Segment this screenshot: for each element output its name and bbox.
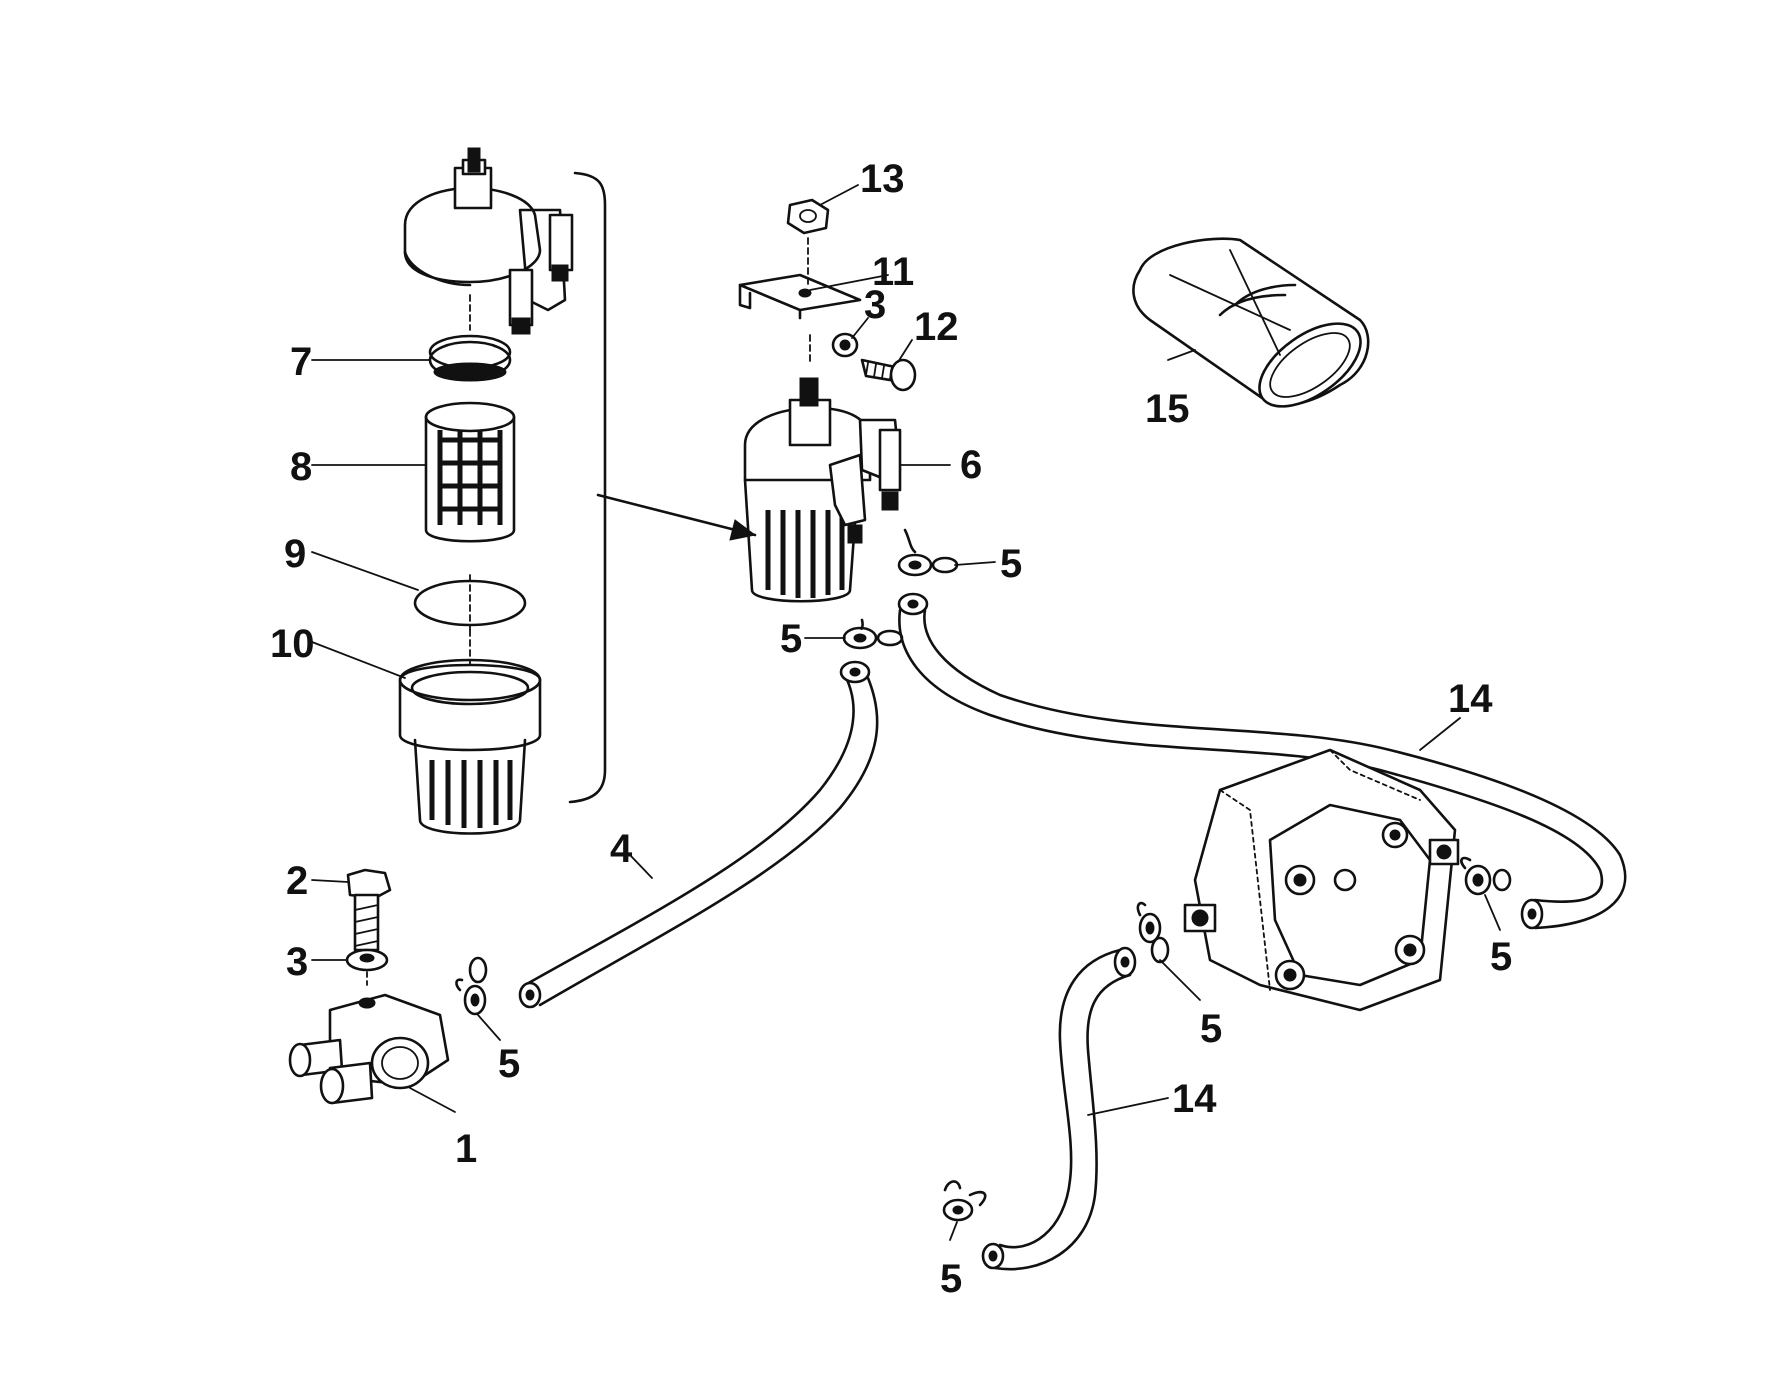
callout-10: 10: [270, 622, 315, 666]
callout-1: 1: [455, 1127, 477, 1171]
callout-12: 12: [914, 305, 959, 349]
callout-3-bottom: 3: [286, 940, 308, 984]
callout-labels: 1 2 3 3 4 5 5 5 5 5 5 6 7 8 9 10 11 12 1…: [270, 157, 1512, 1301]
callout-5-lower-left: 5: [498, 1042, 520, 1086]
callout-13: 13: [860, 157, 905, 201]
filter-gasket-7: [428, 334, 512, 382]
callout-11: 11: [872, 250, 914, 294]
bolt-2: [346, 868, 392, 952]
callout-9: 9: [284, 532, 306, 576]
callout-5-upper-right: 5: [1000, 542, 1022, 586]
callout-5-pump-right: 5: [1490, 935, 1512, 979]
callout-14-lower: 14: [1172, 1077, 1217, 1121]
callout-7: 7: [290, 340, 312, 384]
callout-15: 15: [1145, 387, 1190, 431]
clamp-5-pump-right: [1460, 856, 1512, 896]
screw-12: [860, 358, 917, 392]
callout-6: 6: [960, 443, 982, 487]
callout-5-bottom: 5: [940, 1257, 962, 1301]
callout-5-pump-left: 5: [1200, 1007, 1222, 1051]
o-ring-9: [413, 574, 527, 631]
callout-4: 4: [610, 827, 633, 871]
clamp-5-upper-left: [842, 618, 904, 650]
clamp-5-bottom: [942, 1180, 987, 1222]
filter-element-8: [424, 401, 516, 543]
callout-14-upper: 14: [1448, 677, 1493, 721]
fuel-connector-1: [288, 993, 450, 1105]
clamp-5-upper-right: [897, 528, 959, 577]
callout-2: 2: [286, 859, 308, 903]
leader-lines: [311, 184, 1501, 1241]
callout-3-top: 3: [864, 283, 886, 327]
bracket-11: [738, 237, 862, 320]
washer-3-top: [831, 332, 859, 358]
filter-bowl-10: [398, 629, 542, 835]
washer-3-bottom: [345, 948, 389, 986]
hose-14-lower: [981, 946, 1137, 1271]
assembly-bracket: [568, 171, 757, 804]
hose-4: [518, 660, 879, 1009]
clamp-5-pump-left: [1136, 901, 1170, 964]
clamp-5-lower-left: [455, 956, 488, 1016]
nut-13: [786, 198, 830, 235]
fuel-pump: [1183, 748, 1460, 1012]
callout-8: 8: [290, 445, 312, 489]
sleeve-15: [1132, 237, 1370, 408]
callout-5-upper-left: 5: [780, 617, 802, 661]
filter-head-exploded: [403, 147, 574, 335]
filter-assembly-6: [743, 334, 902, 603]
